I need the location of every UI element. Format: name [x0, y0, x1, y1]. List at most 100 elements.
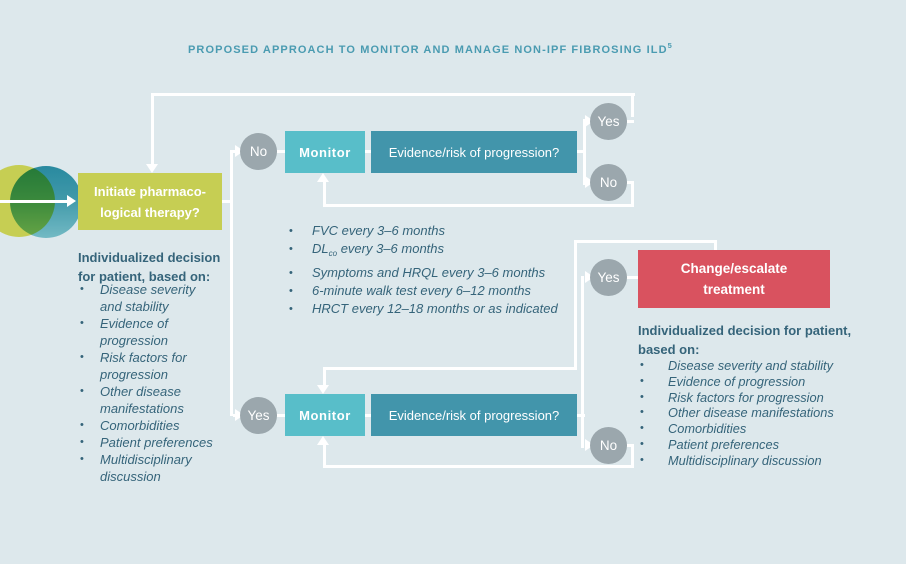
connector — [151, 93, 154, 165]
dlco-prefix: DL — [312, 241, 329, 257]
circle-label: No — [249, 144, 268, 159]
circle-label: Yes — [597, 114, 620, 129]
monitor-label: Monitor — [299, 407, 351, 423]
list-item-text: Multidisciplinary discussion — [668, 452, 822, 468]
arrowhead-into-no-bottom — [585, 439, 594, 451]
list-item: Symptoms and HRQL every 3–6 months — [287, 264, 558, 283]
list-item: Multidisciplinary discussion — [638, 453, 834, 469]
connector — [577, 150, 585, 153]
connector — [631, 444, 634, 468]
list-item-text: Comorbidities — [668, 421, 747, 437]
connector — [221, 200, 233, 203]
evidence-label: Evidence/risk of progression? — [388, 407, 560, 423]
monitoring-schedule-list: FVC every 3–6 months DLco every 3–6 mont… — [287, 222, 558, 319]
list-item: Multidisciplinary discussion — [78, 451, 216, 485]
circle-yes-initiate: Yes — [240, 397, 277, 434]
list-item: HRCT every 12–18 months or as indicated — [287, 300, 558, 319]
connector — [714, 241, 717, 251]
arrowhead-into-monitor-bottom-top — [317, 385, 329, 394]
list-item: Other disease manifestations — [78, 383, 216, 417]
list-item: Evidence of progression — [78, 315, 216, 349]
box-evidence-top: Evidence/risk of progression? — [371, 131, 577, 173]
arrowhead-into-no-circle — [235, 145, 244, 157]
right-criteria-list: Disease severity and stability Evidence … — [638, 358, 834, 469]
list-item-text: Disease severity and stability — [668, 358, 834, 373]
circle-no-initiate: No — [240, 133, 277, 170]
list-item: DLco every 3–6 months — [287, 240, 558, 263]
list-item-text: Patient preferences — [668, 436, 779, 452]
list-item: FVC every 3–6 months — [287, 222, 558, 241]
list-item-text: Evidence of progression — [668, 373, 806, 389]
box-change-escalate: Change/escalate treatment — [638, 250, 830, 308]
connector — [627, 120, 634, 123]
connector — [574, 240, 717, 243]
list-item: Evidence of progression — [638, 374, 834, 390]
arrowhead-into-yes-right — [585, 271, 594, 283]
connector — [627, 444, 634, 447]
connector — [323, 204, 634, 207]
circle-label: Yes — [597, 270, 620, 285]
connector — [364, 150, 371, 153]
list-item: Patient preferences — [78, 434, 216, 451]
right-criteria-heading: Individualized decision for patient, bas… — [638, 321, 868, 359]
list-item-text: HRCT every 12–18 months or as indicated — [312, 301, 558, 317]
list-item: Disease severity and stability — [78, 281, 216, 315]
list-item-text: Patient preferences — [100, 435, 213, 450]
circle-yes-evidence-top: Yes — [590, 103, 627, 140]
list-item-text: Comorbidities — [100, 418, 180, 433]
arrowhead-into-monitor-top-bottom — [317, 173, 329, 182]
circle-no-evidence-bottom: No — [590, 427, 627, 464]
dlco-subscript: co — [328, 249, 338, 259]
circle-no-evidence-top: No — [590, 164, 627, 201]
connector — [277, 414, 285, 417]
heading-line: Individualized decision for patient, — [638, 323, 852, 338]
initiate-line1: Initiate pharmaco- — [94, 183, 206, 199]
circle-yes-evidence-bottom: Yes — [590, 259, 627, 296]
connector — [581, 276, 584, 448]
list-item: Disease severity and stability — [638, 358, 834, 374]
connector — [631, 93, 634, 117]
list-item: Comorbidities — [638, 421, 834, 437]
arrowhead-into-yes-top — [585, 115, 594, 127]
connector — [631, 181, 634, 207]
connector — [230, 150, 233, 416]
circle-label: No — [599, 438, 618, 453]
arrowhead-into-initiate-left — [67, 195, 76, 207]
list-item-text: 6-minute walk test every 6–12 months — [312, 282, 531, 298]
box-monitor-bottom: Monitor — [285, 394, 365, 436]
box-evidence-bottom: Evidence/risk of progression? — [371, 394, 577, 436]
initiate-line2: logical therapy? — [100, 204, 200, 220]
arrowhead-into-initiate-top — [146, 164, 158, 173]
connector — [323, 445, 326, 467]
connector — [277, 150, 285, 153]
list-item-text: Other disease manifestations — [100, 384, 184, 416]
connector — [627, 276, 638, 279]
list-item: Risk factors for progression — [78, 349, 216, 383]
connector — [0, 200, 68, 203]
title-text: PROPOSED APPROACH TO MONITOR AND MANAGE … — [188, 44, 668, 56]
page-title: PROPOSED APPROACH TO MONITOR AND MANAGE … — [188, 41, 672, 56]
connector — [323, 182, 326, 207]
list-item-text: Symptoms and HRQL every 3–6 months — [312, 264, 546, 280]
circle-label: Yes — [247, 408, 270, 423]
left-criteria-list: Disease severity and stability Evidence … — [78, 281, 216, 485]
list-item-text: Evidence of progression — [100, 316, 168, 348]
heading-line: based on: — [638, 342, 700, 357]
connector — [151, 93, 635, 96]
list-item-text: Other disease manifestations — [668, 405, 834, 421]
connector — [583, 119, 586, 185]
list-item-text: Risk factors for progression — [100, 350, 187, 382]
list-item: Patient preferences — [638, 437, 834, 453]
change-line1: Change/escalate — [680, 261, 788, 276]
circle-label: No — [599, 175, 618, 190]
list-item-text: Multidisciplinary discussion — [100, 452, 192, 484]
arrowhead-into-yes-circle — [235, 409, 244, 421]
connector — [364, 414, 371, 417]
connector — [574, 240, 577, 370]
connector — [323, 367, 577, 370]
list-item: Comorbidities — [78, 417, 216, 434]
connector — [627, 181, 634, 184]
change-line2: treatment — [703, 282, 765, 297]
connector — [323, 465, 634, 468]
